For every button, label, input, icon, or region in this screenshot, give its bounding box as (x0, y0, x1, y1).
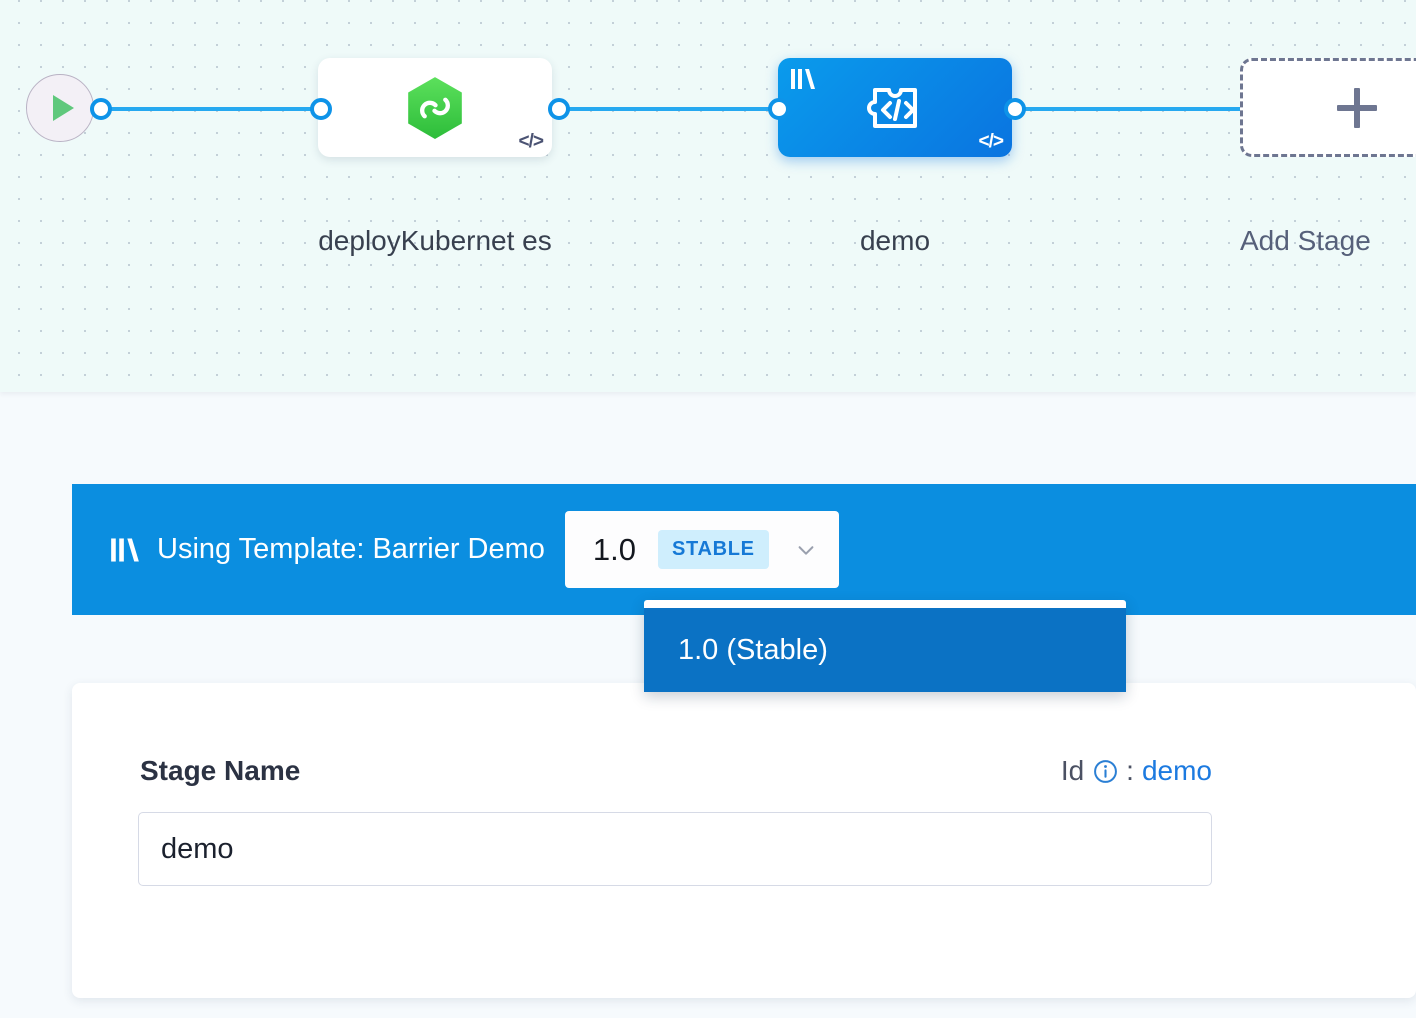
stage-name-label: Stage Name (140, 755, 301, 786)
stage-caption-demo: demo (859, 225, 931, 256)
code-badge-icon[interactable]: </> (518, 131, 545, 152)
port-demo-output[interactable] (1004, 98, 1026, 120)
template-ribbon-icon (791, 69, 815, 89)
stage-id-display: Id : demo (1061, 755, 1212, 787)
stage-id-label: Id (1060, 755, 1085, 786)
add-stage-caption: Add Stage (1240, 225, 1371, 256)
stage-id-separator: : (1126, 755, 1134, 786)
info-circle-icon[interactable] (1093, 759, 1118, 784)
stage-caption-deploykubernetes: deployKubernet es (318, 225, 552, 256)
connector-deploy-to-demo (552, 107, 784, 111)
stage-name-row: Stage Name Id : demo (140, 755, 1212, 787)
stage-id-value[interactable]: demo (1141, 755, 1212, 786)
template-version-value: 1.0 (592, 531, 636, 567)
chevron-down-icon[interactable] (795, 539, 817, 561)
play-icon (52, 95, 74, 121)
port-deploy-output[interactable] (548, 98, 570, 120)
using-template-banner: Using Template: Barrier Demo 1.0 STABLE (72, 484, 1416, 615)
stage-name-input[interactable] (138, 812, 1212, 886)
port-deploy-input[interactable] (310, 98, 332, 120)
port-start-output[interactable] (90, 98, 112, 120)
custom-stage-code-icon (867, 87, 917, 128)
stage-node-deploykubernetes[interactable]: </> (318, 58, 552, 157)
connector-start-to-deploy (96, 107, 326, 111)
version-status-badge: STABLE (658, 530, 769, 569)
stage-node-demo[interactable]: </> (778, 58, 1012, 157)
template-ribbon-icon (111, 537, 139, 562)
add-stage-node[interactable] (1240, 58, 1416, 157)
using-template-label: Using Template: Barrier Demo (157, 533, 545, 565)
code-badge-icon[interactable]: </> (978, 131, 1005, 152)
harness-hexagon-icon (408, 76, 462, 139)
plus-icon (1333, 84, 1381, 132)
port-demo-input[interactable] (768, 98, 790, 120)
template-version-selector[interactable]: 1.0 STABLE (564, 511, 839, 588)
pipeline-start-node[interactable] (26, 74, 94, 142)
template-version-dropdown-menu[interactable]: 1.0 (Stable) (644, 600, 1126, 692)
dropdown-option-version[interactable]: 1.0 (Stable) (644, 608, 1126, 692)
pipeline-canvas[interactable]: </> </> deployKubernet es demo Add Stage (0, 0, 1416, 392)
connector-demo-to-add (1006, 107, 1252, 111)
